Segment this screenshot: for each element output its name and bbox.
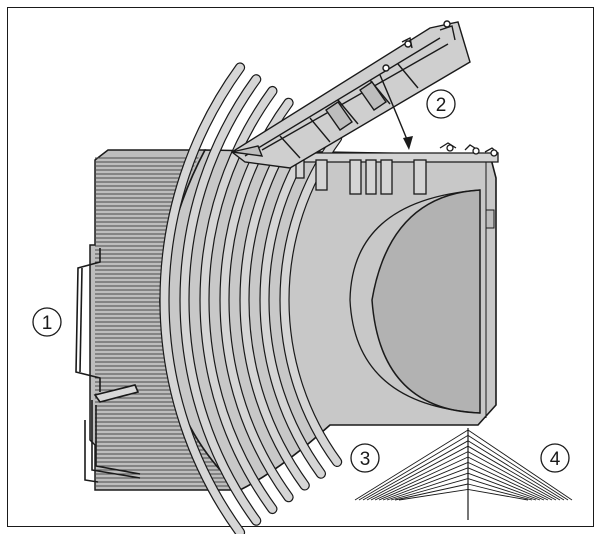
- callout-4-label: 4: [550, 449, 561, 470]
- callout-3-label: 3: [360, 449, 371, 470]
- callout-2: 2: [426, 89, 456, 119]
- callout-4: 4: [540, 443, 570, 473]
- mounting-surface-hatching: [354, 429, 573, 501]
- din-rail-clip: [75, 248, 141, 483]
- callout-1-label: 1: [42, 313, 53, 334]
- callout-1: 1: [32, 307, 62, 337]
- hinged-cover: [230, 20, 471, 169]
- callout-3: 3: [350, 443, 380, 473]
- ventilation-slots: [159, 62, 343, 534]
- closing-arrow: [379, 74, 413, 150]
- callout-2-label: 2: [436, 95, 447, 116]
- front-dome: [349, 189, 481, 414]
